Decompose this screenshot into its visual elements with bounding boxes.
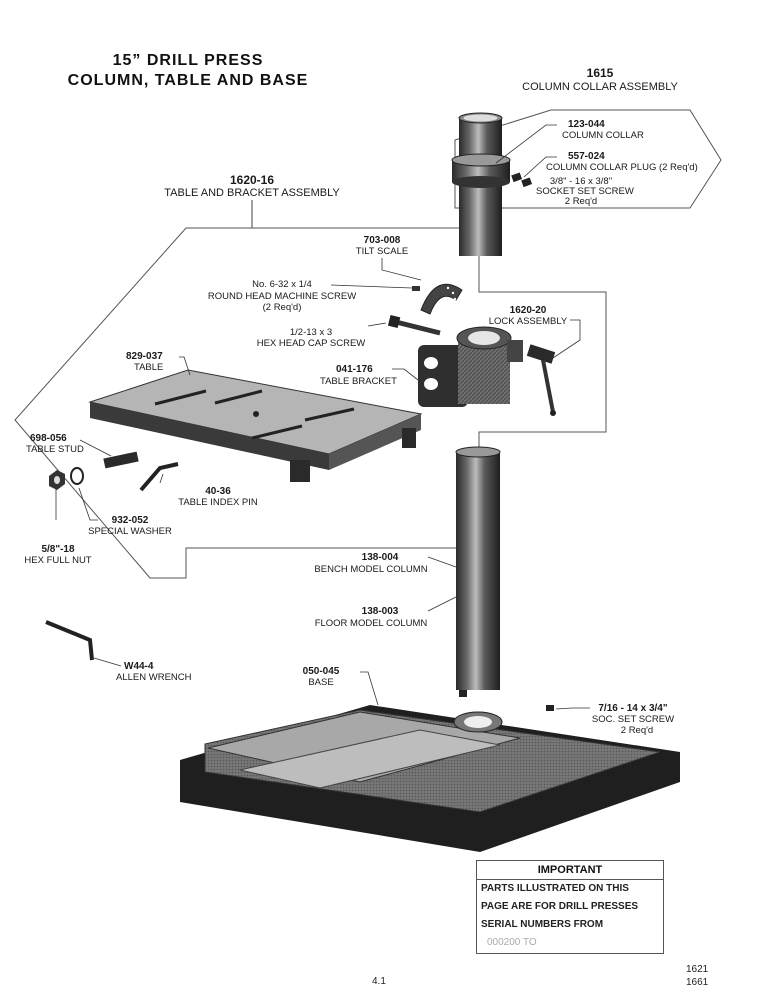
- floor-column-name: FLOOR MODEL COLUMN: [314, 618, 428, 629]
- important-line-3: SERIAL NUMBERS FROM: [481, 919, 604, 930]
- collar-set-screw-qty: 2 Req'd: [564, 196, 598, 207]
- cap-screw-size: 1/2-13 x 3: [289, 327, 333, 338]
- index-pin-icon: [139, 462, 179, 492]
- base-name: BASE: [308, 677, 334, 688]
- collar-plug-name: COLUMN COLLAR PLUG (2 Req'd): [546, 162, 698, 173]
- collar-set-screw-icon: [511, 172, 533, 188]
- hex-nut-size: 5/8"-18: [41, 544, 75, 555]
- model-number-2: 1661: [686, 977, 709, 988]
- important-heading: IMPORTANT: [477, 861, 663, 880]
- table-icon: [88, 369, 423, 482]
- special-washer-name: SPECIAL WASHER: [88, 526, 172, 537]
- lock-assembly-name: LOCK ASSEMBLY: [488, 316, 568, 327]
- column-collar-name: COLUMN COLLAR: [562, 130, 644, 141]
- base-set-screw-icon: [546, 705, 554, 711]
- lock-assembly-number: 1620-20: [509, 305, 547, 316]
- important-notice-box: IMPORTANT PARTS ILLUSTRATED ON THIS PAGE…: [476, 860, 664, 954]
- floor-column-number: 138-003: [361, 606, 399, 617]
- hex-nut-name: HEX FULL NUT: [24, 555, 92, 566]
- important-line-2: PAGE ARE FOR DRILL PRESSES: [481, 901, 639, 912]
- important-line-1: PARTS ILLUSTRATED ON THIS: [481, 883, 629, 894]
- collar-assembly-outline: [454, 109, 722, 209]
- table-bracket-icon: [418, 326, 523, 407]
- base-set-screw-qty: 2 Req'd: [620, 725, 654, 736]
- leader-lines: [55, 124, 590, 710]
- allen-wrench-name: ALLEN WRENCH: [116, 672, 192, 683]
- tilt-scale-icon: [420, 283, 463, 315]
- important-line-4: 000200 TO: [487, 937, 537, 948]
- model-number-1: 1621: [686, 964, 709, 975]
- table-name: TABLE: [134, 362, 164, 373]
- index-pin-name: TABLE INDEX PIN: [178, 497, 258, 508]
- table-stud-name: TABLE STUD: [26, 444, 84, 455]
- tilt-scale-number: 703-008: [363, 235, 401, 246]
- lock-assembly-icon: [526, 344, 556, 416]
- collar-assembly-name: COLUMN COLLAR ASSEMBLY: [522, 81, 678, 93]
- special-washer-number: 932-052: [111, 515, 149, 526]
- base-stud-icon: [459, 690, 467, 697]
- bench-column-name: BENCH MODEL COLUMN: [314, 564, 428, 575]
- allen-wrench-icon: [45, 620, 94, 661]
- index-pin-number: 40-36: [205, 486, 231, 497]
- special-washer-icon: [70, 467, 84, 485]
- machine-screw-name: ROUND HEAD MACHINE SCREW: [207, 291, 357, 302]
- page-title-line-1: 15” DRILL PRESS: [112, 52, 264, 69]
- main-column-icon: [455, 446, 501, 690]
- column-collar-number: 123-044: [568, 119, 605, 130]
- tilt-scale-name: TILT SCALE: [355, 246, 409, 257]
- collar-set-screw-name: SOCKET SET SCREW: [536, 186, 634, 197]
- base-number: 050-045: [302, 666, 340, 677]
- table-bracket-number: 041-176: [336, 364, 373, 375]
- table-assembly-name: TABLE AND BRACKET ASSEMBLY: [164, 187, 340, 199]
- bench-column-number: 138-004: [361, 552, 399, 563]
- allen-wrench-number: W44-4: [124, 661, 154, 672]
- base-icon: [180, 705, 680, 852]
- machine-screw-size: No. 6-32 x 1/4: [252, 279, 312, 290]
- base-set-screw-name: SOC. SET SCREW: [591, 714, 675, 725]
- collar-plug-number: 557-024: [568, 151, 605, 162]
- table-assembly-number: 1620-16: [229, 173, 275, 187]
- table-number: 829-037: [126, 351, 163, 362]
- page-title-line-2: COLUMN, TABLE AND BASE: [67, 72, 309, 89]
- table-bracket-name: TABLE BRACKET: [320, 376, 397, 387]
- collar-assembly-number: 1615: [586, 66, 614, 80]
- table-stud-number: 698-056: [30, 433, 67, 444]
- machine-screw-qty: (2 Req'd): [262, 302, 302, 313]
- base-set-screw-size: 7/16 - 14 x 3/4": [598, 703, 668, 714]
- hex-nut-icon: [49, 470, 65, 490]
- table-stud-icon: [103, 451, 139, 469]
- column-collar-icon: [451, 153, 511, 188]
- cap-screw-icon: [387, 314, 441, 336]
- cap-screw-name: HEX HEAD CAP SCREW: [256, 338, 366, 349]
- page-number: 4.1: [372, 976, 386, 987]
- collar-set-screw-size: 3/8" - 16 x 3/8": [549, 176, 613, 187]
